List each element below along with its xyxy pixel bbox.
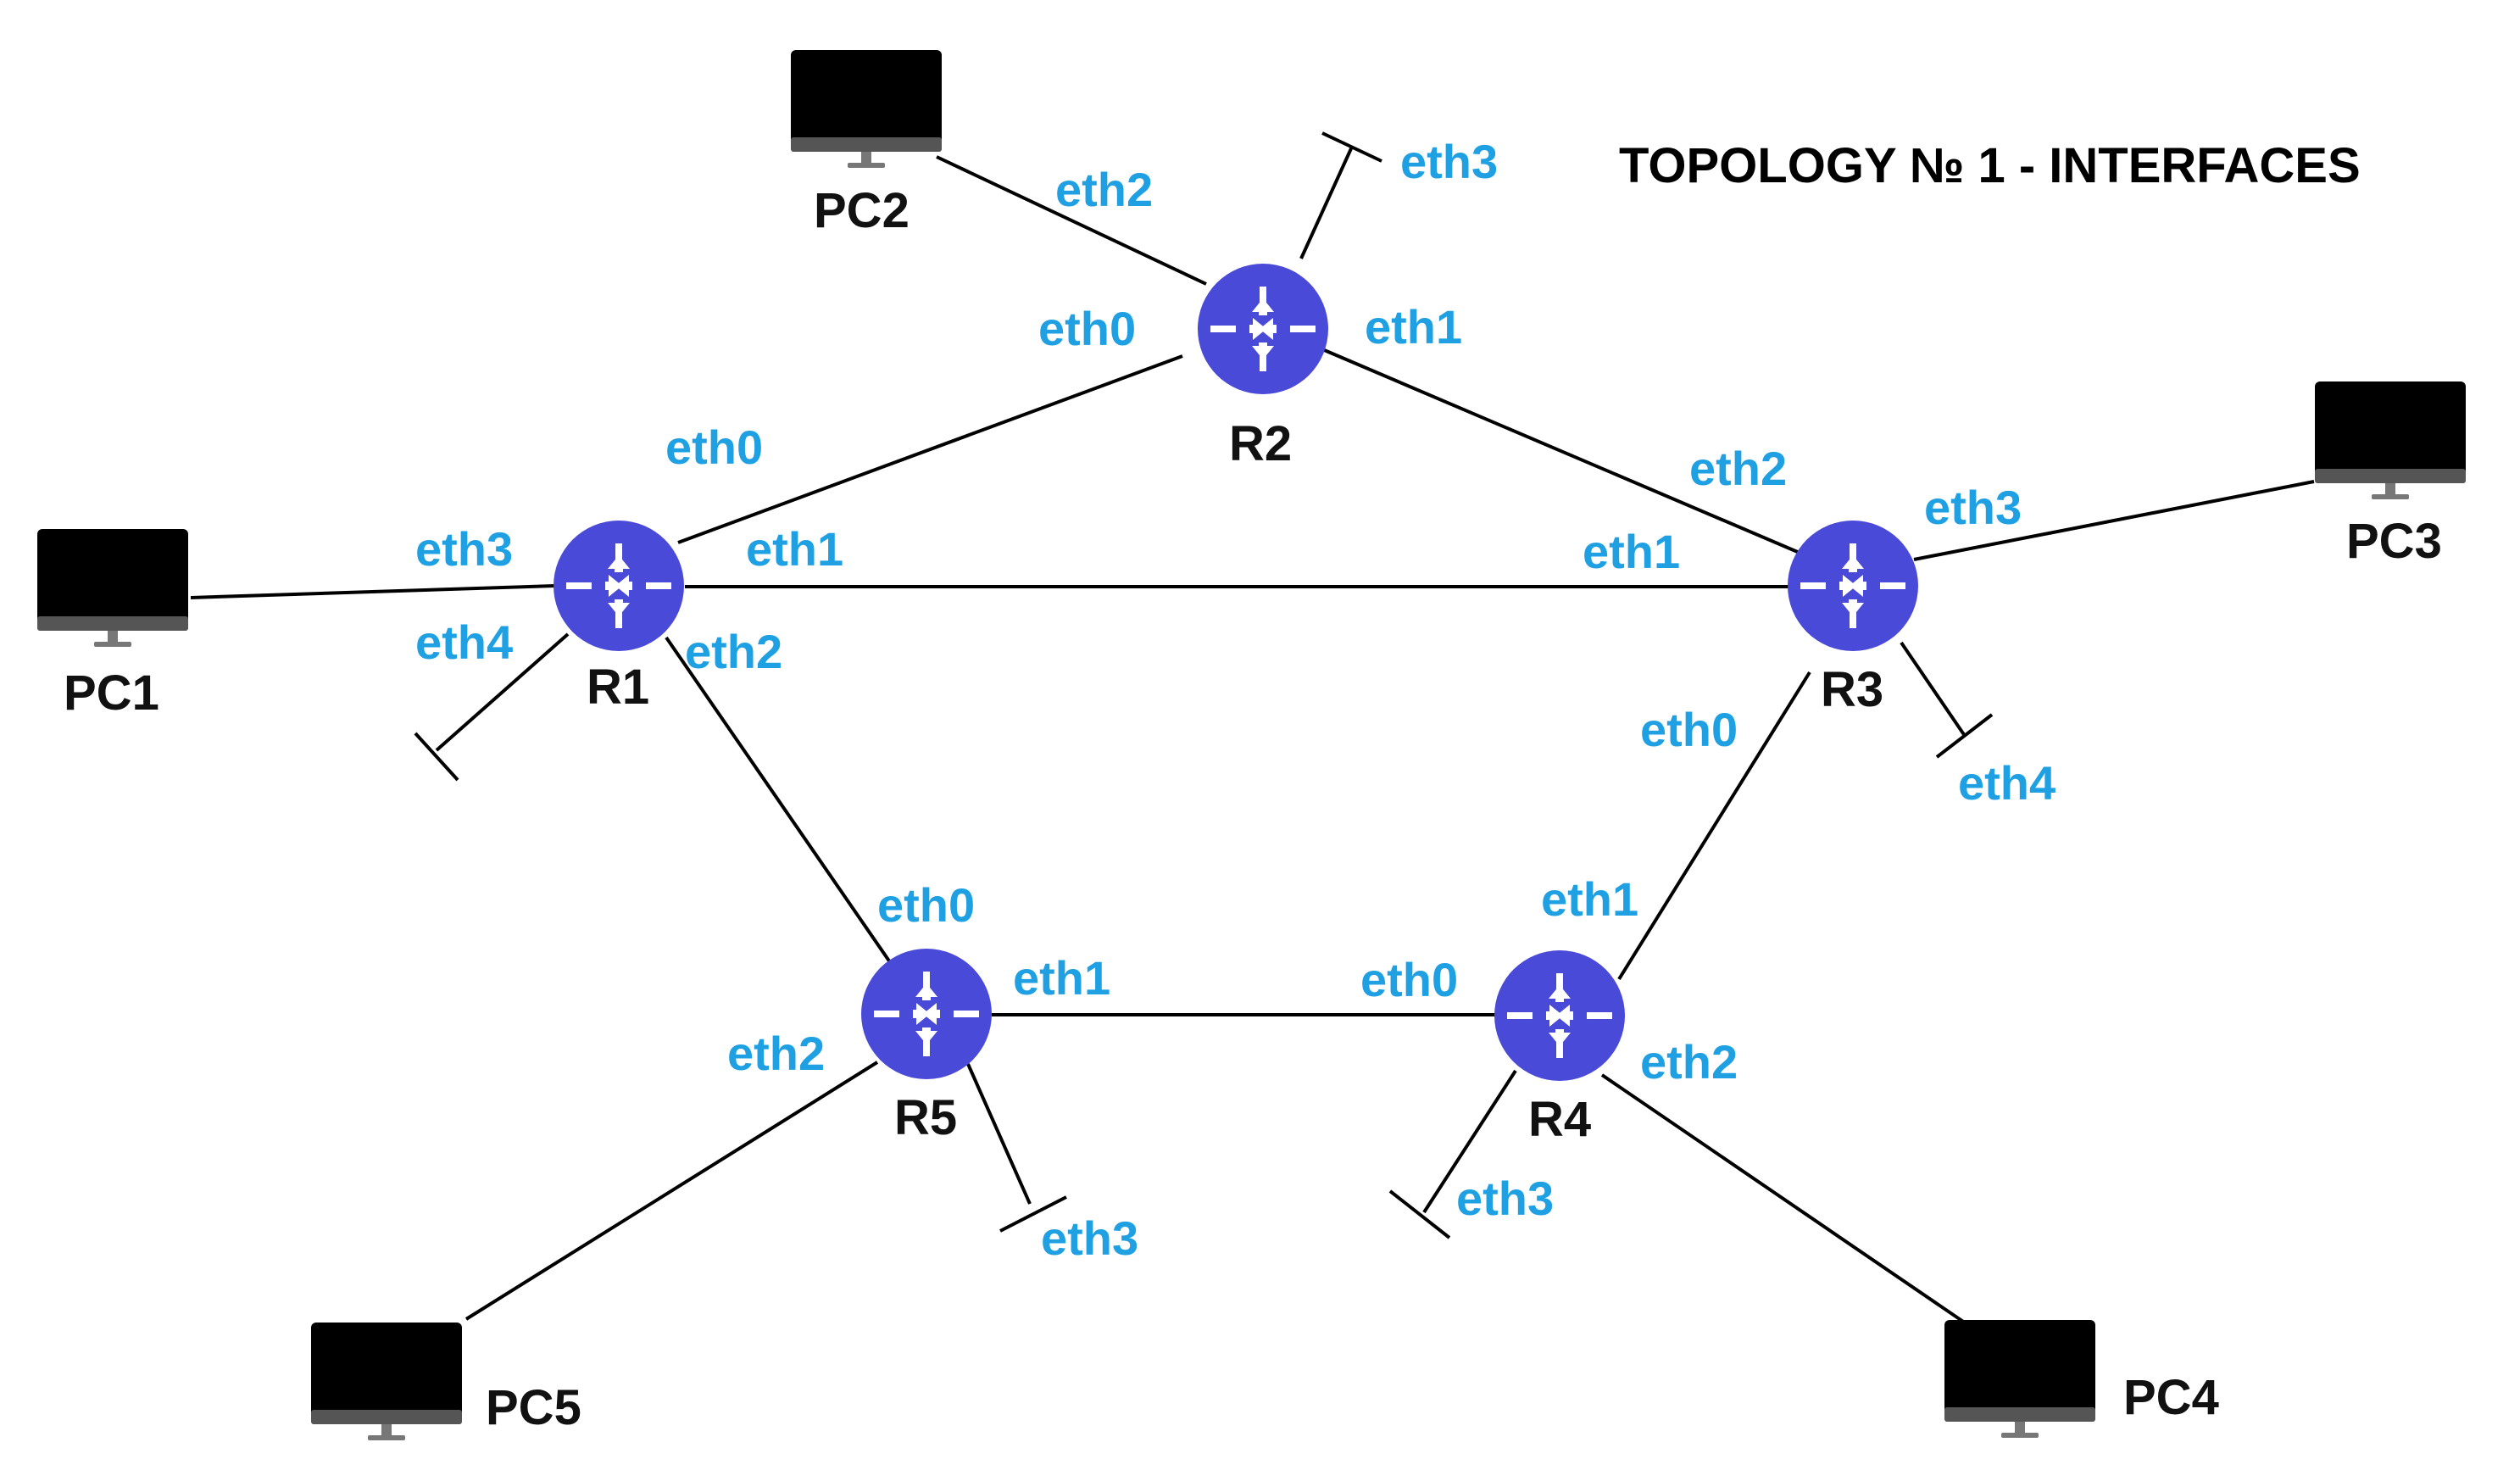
links xyxy=(190,155,2315,1328)
router-r1[interactable] xyxy=(554,521,684,651)
stub-r3-eth4 xyxy=(1900,641,1966,738)
router-icon xyxy=(861,949,992,1079)
diagram-title: TOPOLOGY № 1 - INTERFACES xyxy=(1619,138,2361,193)
iface-r3-eth2: eth2 xyxy=(1689,442,1787,495)
router-r2[interactable] xyxy=(1198,264,1328,394)
pc-label-pc1: PC1 xyxy=(64,665,159,721)
monitor-icon xyxy=(2315,381,2466,499)
link-r3-pc3 xyxy=(1913,480,2315,561)
iface-r5-eth3: eth3 xyxy=(1041,1211,1138,1265)
stub-r4-eth3-cap xyxy=(1388,1189,1451,1239)
monitor-icon xyxy=(37,529,188,647)
stub-r1-eth4 xyxy=(435,632,570,752)
router-label-r5: R5 xyxy=(894,1090,957,1145)
monitor-icon xyxy=(791,50,942,168)
monitor-icon xyxy=(311,1323,462,1440)
pc-label-pc2: PC2 xyxy=(814,183,910,238)
stub-r2-eth3-cap xyxy=(1321,131,1382,163)
stub-r5-eth3-cap xyxy=(999,1195,1067,1233)
link-r4-pc4 xyxy=(1600,1073,1972,1328)
pc-label-pc3: PC3 xyxy=(2346,514,2442,569)
stub-r1-eth4-cap xyxy=(414,732,459,782)
router-label-r4: R4 xyxy=(1528,1092,1591,1147)
iface-r4-eth3: eth3 xyxy=(1456,1172,1554,1225)
pc-label-pc5: PC5 xyxy=(486,1380,581,1435)
iface-r5-eth2: eth2 xyxy=(727,1027,825,1080)
link-r5-pc5 xyxy=(465,1061,879,1321)
stub-r3-eth4-cap xyxy=(1935,713,1994,759)
router-label-r2: R2 xyxy=(1229,416,1292,471)
router-icon xyxy=(1494,950,1625,1081)
iface-r3-eth0: eth0 xyxy=(1640,703,1738,756)
iface-r1-eth0: eth0 xyxy=(665,420,763,474)
pc-pc3[interactable] xyxy=(2315,381,2466,499)
pc-label-pc4: PC4 xyxy=(2123,1370,2219,1425)
pc-pc4[interactable] xyxy=(1944,1320,2095,1438)
router-r3[interactable] xyxy=(1788,521,1918,651)
unconnected-stubs xyxy=(414,131,1994,1239)
iface-r1-eth3: eth3 xyxy=(415,522,513,576)
interface-labels: eth0 eth1 eth2 eth3 eth4 eth0 eth1 eth2 … xyxy=(415,135,2055,1265)
link-r3-r4 xyxy=(1617,671,1811,981)
pc-pc5[interactable] xyxy=(311,1323,462,1440)
link-r1-r2 xyxy=(677,354,1183,544)
iface-r3-eth4: eth4 xyxy=(1958,756,2055,810)
iface-r2-eth3: eth3 xyxy=(1400,135,1498,188)
router-icon xyxy=(1788,521,1918,651)
iface-r3-eth3: eth3 xyxy=(1924,481,2022,534)
iface-r1-eth1: eth1 xyxy=(746,522,843,576)
iface-r4-eth1: eth1 xyxy=(1541,872,1638,926)
router-label-r3: R3 xyxy=(1821,662,1883,717)
iface-r5-eth0: eth0 xyxy=(877,878,975,932)
router-icon xyxy=(1198,264,1328,394)
stub-r5-eth3 xyxy=(966,1063,1032,1205)
iface-r4-eth2: eth2 xyxy=(1640,1035,1738,1089)
router-r4[interactable] xyxy=(1494,950,1625,1081)
iface-r1-eth2: eth2 xyxy=(685,625,782,678)
pc-pc2[interactable] xyxy=(791,50,942,168)
iface-r2-eth1: eth1 xyxy=(1365,300,1462,354)
link-r1-r5 xyxy=(665,636,892,964)
pc-pc1[interactable] xyxy=(37,529,188,647)
link-r2-r3 xyxy=(1321,348,1806,557)
link-r2-pc2 xyxy=(936,155,1207,286)
iface-r2-eth0: eth0 xyxy=(1038,302,1136,355)
iface-r1-eth4: eth4 xyxy=(415,615,513,669)
link-r1-pc1 xyxy=(190,584,556,599)
stub-r2-eth3 xyxy=(1299,146,1354,259)
router-icon xyxy=(554,521,684,651)
monitor-icon xyxy=(1944,1320,2095,1438)
iface-r2-eth2: eth2 xyxy=(1055,163,1153,216)
stub-r4-eth3 xyxy=(1422,1069,1517,1214)
iface-r4-eth0: eth0 xyxy=(1360,953,1458,1006)
router-label-r1: R1 xyxy=(587,660,649,715)
iface-r3-eth1: eth1 xyxy=(1583,525,1680,578)
router-r5[interactable] xyxy=(861,949,992,1079)
iface-r5-eth1: eth1 xyxy=(1013,951,1110,1005)
